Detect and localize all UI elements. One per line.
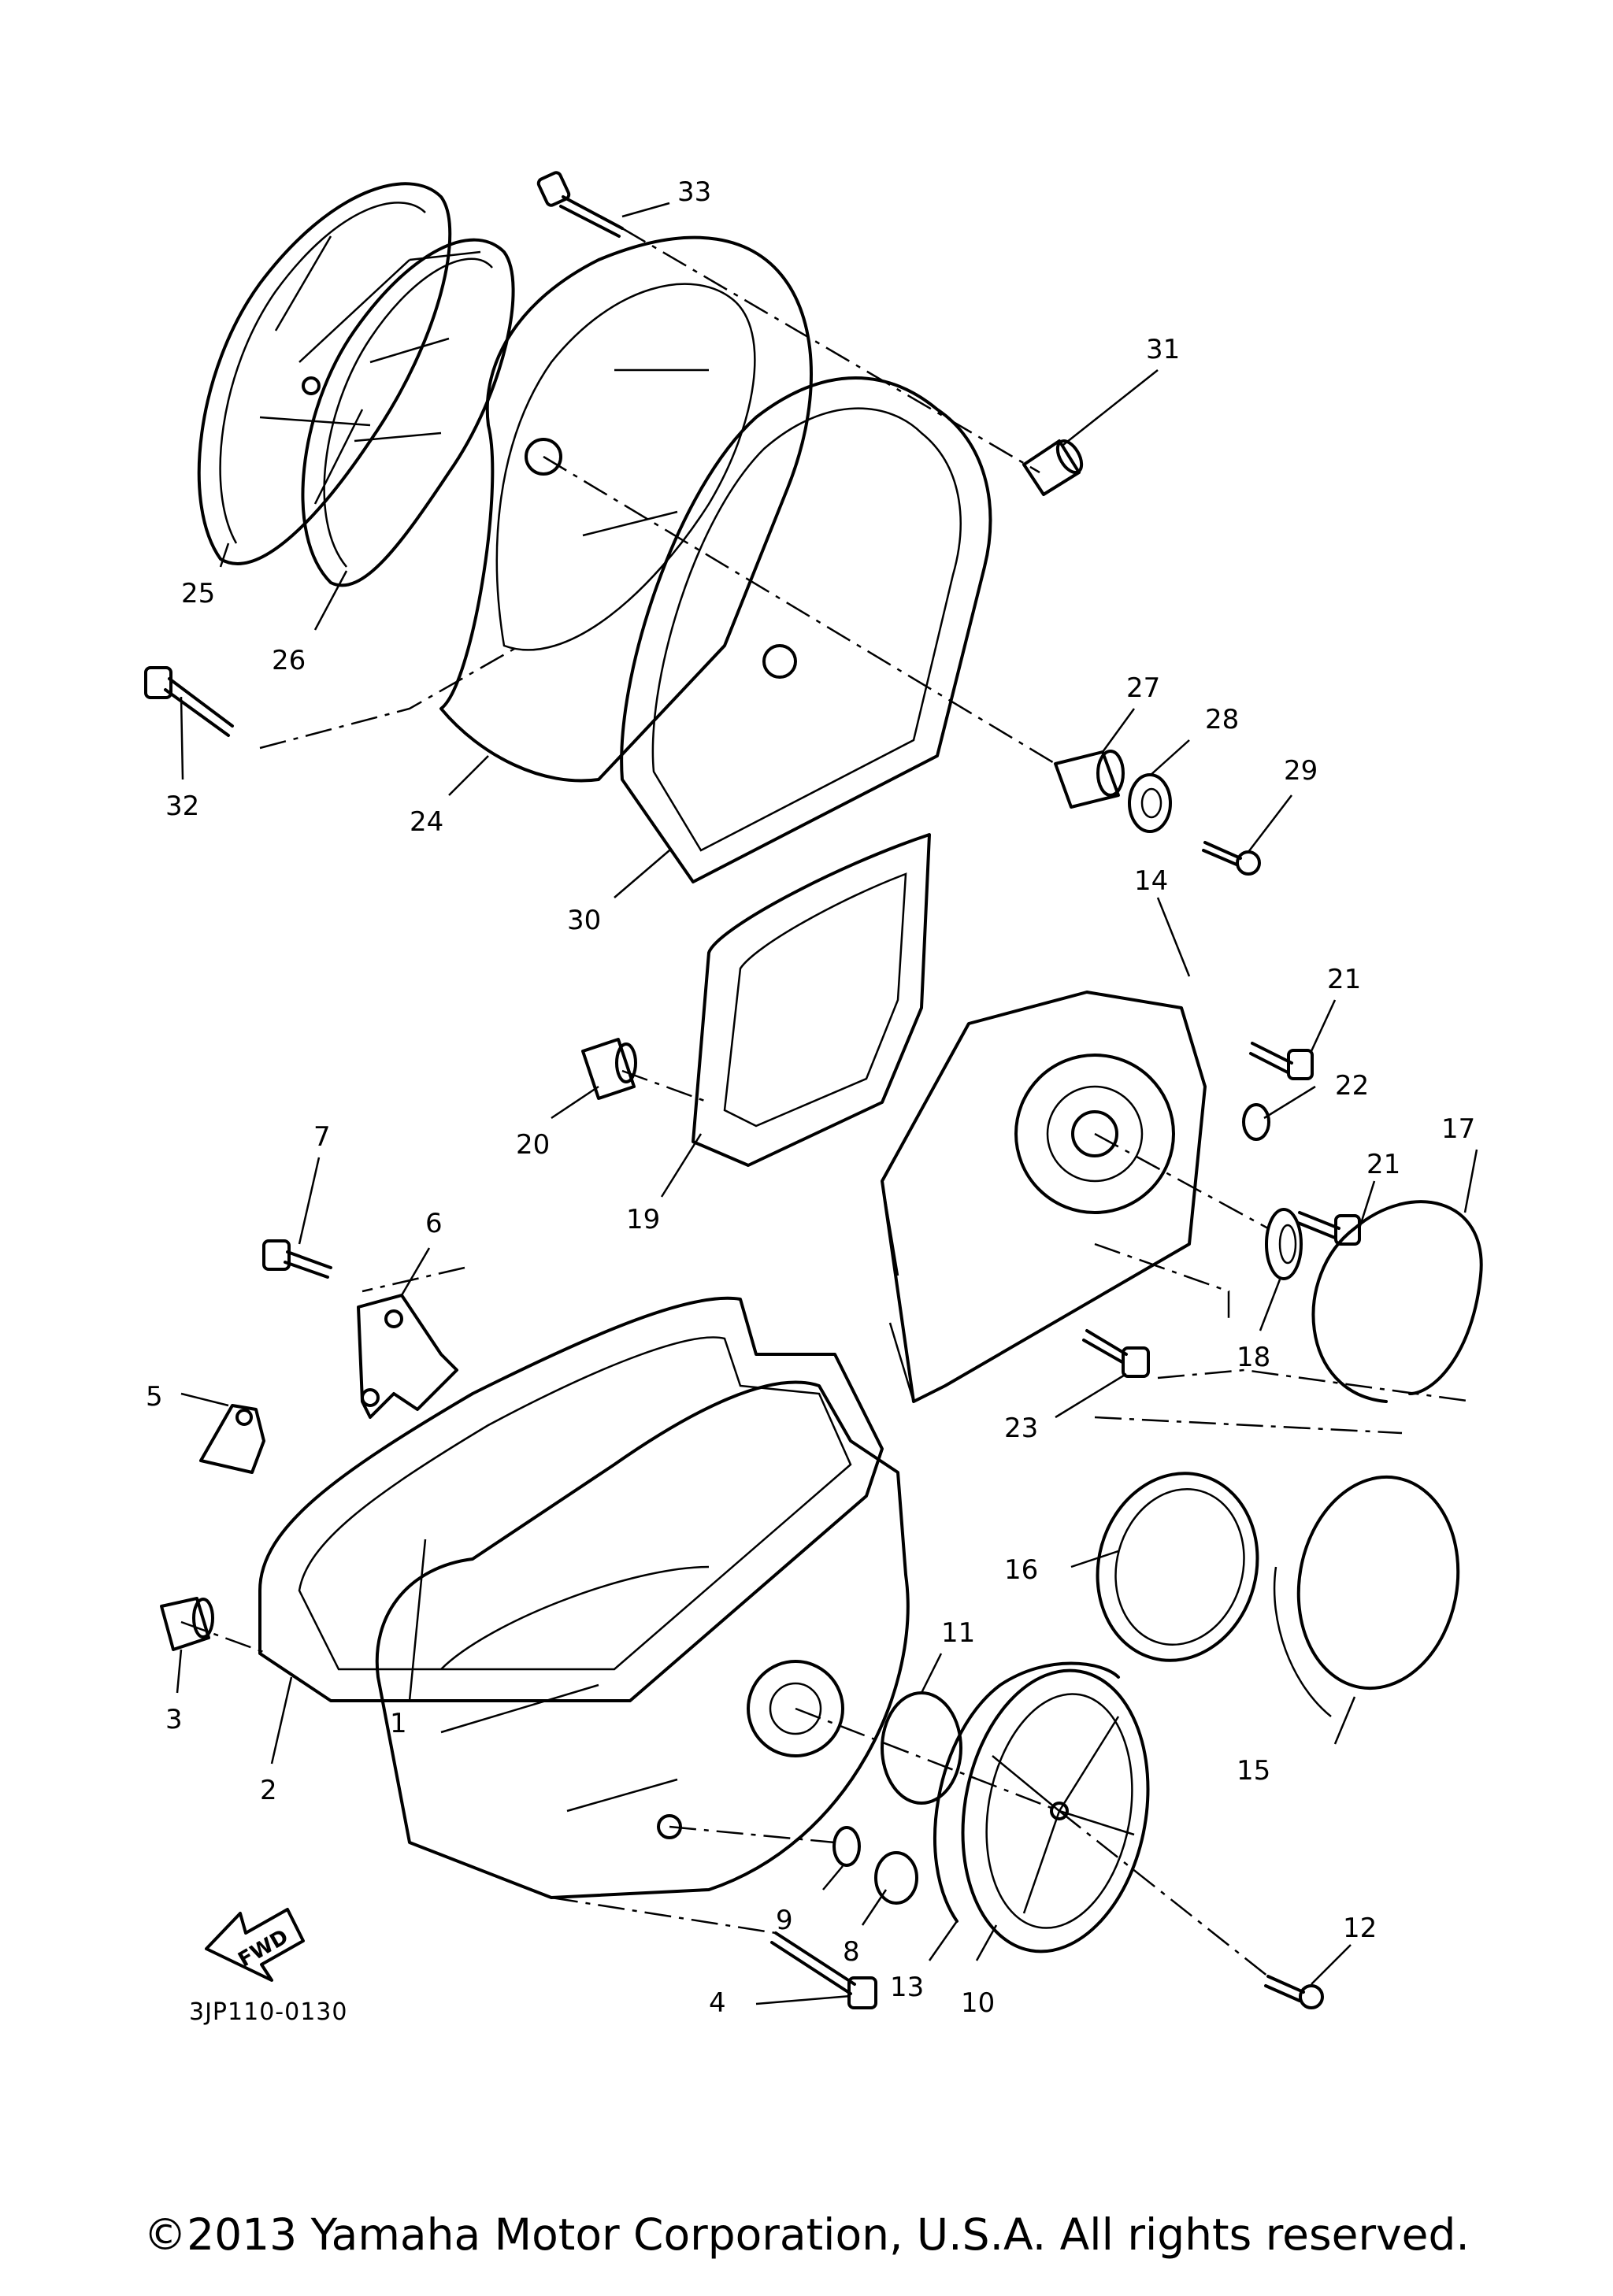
callout-17: 17 — [1441, 1113, 1475, 1145]
part-26-gasket — [301, 238, 515, 587]
callout-23: 23 — [1004, 1413, 1038, 1444]
callout-33: 33 — [677, 176, 711, 208]
part-18-seal — [1265, 1208, 1303, 1280]
part-22-o-ring — [1242, 1103, 1270, 1141]
callout-30: 30 — [567, 905, 601, 936]
part-11-o-ring — [881, 1691, 962, 1805]
part-1-crankcase-cover — [375, 1380, 910, 1899]
callout-9: 9 — [776, 1905, 793, 1936]
part-31-dowel-pin — [1022, 439, 1084, 496]
part-33-bolt — [536, 171, 624, 238]
callout-22: 22 — [1335, 1070, 1369, 1102]
leader-lines — [176, 202, 1478, 2005]
part-15-cap — [1273, 1475, 1460, 1717]
part-14-cover — [881, 991, 1207, 1403]
part-32-bolt — [144, 666, 234, 737]
callout-18: 18 — [1237, 1342, 1270, 1373]
callout-3: 3 — [165, 1704, 183, 1735]
part-25-outer-cover — [197, 182, 452, 565]
callout-31: 31 — [1146, 334, 1180, 365]
callout-24: 24 — [410, 806, 443, 838]
part-12-bolt — [1264, 1975, 1324, 2009]
part-6-bracket — [357, 1294, 458, 1419]
part-23-bolt — [1082, 1329, 1150, 1378]
part-28-seal — [1128, 773, 1172, 833]
callout-11: 11 — [941, 1617, 975, 1649]
part-8-plug — [874, 1851, 918, 1905]
callout-25: 25 — [181, 578, 215, 609]
part-27-bushing — [1054, 750, 1125, 809]
callout-29: 29 — [1284, 755, 1318, 787]
callout-32: 32 — [165, 791, 199, 822]
part-10-cover — [961, 1668, 1150, 1953]
diagram-reference-code: 3JP110-0130 — [189, 1998, 348, 2026]
part-19-gasket — [692, 833, 931, 1167]
part-3-dowel-pin — [160, 1597, 214, 1651]
fwd-arrow-icon: FWD — [205, 1908, 305, 1982]
callout-12: 12 — [1343, 1913, 1377, 1944]
callout-labels: 1 2 3 4 5 6 7 8 9 10 11 12 13 14 15 16 1… — [146, 176, 1475, 2019]
callout-19: 19 — [626, 1204, 660, 1235]
callout-27: 27 — [1126, 672, 1160, 704]
callout-21-upper: 21 — [1327, 964, 1361, 995]
part-17-circlip — [1311, 1200, 1483, 1403]
part-5-clamp — [199, 1404, 265, 1474]
callout-8: 8 — [843, 1936, 860, 1968]
part-30-gasket — [620, 376, 992, 883]
callout-15: 15 — [1237, 1755, 1270, 1787]
callout-10: 10 — [961, 1987, 995, 2019]
callout-5: 5 — [146, 1381, 163, 1413]
callout-16: 16 — [1004, 1554, 1038, 1586]
alignment-lines — [180, 227, 1474, 1977]
part-21-bolt-lower — [1296, 1211, 1361, 1246]
callout-2: 2 — [260, 1775, 277, 1806]
part-21-bolt-upper — [1249, 1042, 1314, 1080]
copyright-notice: ©2013 Yamaha Motor Corporation, U.S.A. A… — [143, 2209, 1470, 2260]
callout-28: 28 — [1205, 704, 1239, 735]
callout-7: 7 — [313, 1121, 331, 1153]
part-20-dowel-pin — [581, 1038, 637, 1100]
callout-6: 6 — [425, 1208, 443, 1239]
part-9-o-ring — [832, 1826, 861, 1867]
callout-20: 20 — [516, 1129, 550, 1161]
callout-4: 4 — [709, 1987, 726, 2019]
part-7-bolt — [262, 1239, 332, 1279]
part-4-bolt — [770, 1931, 877, 2009]
callout-1: 1 — [390, 1708, 407, 1739]
part-13-gasket — [933, 1661, 1120, 1923]
part-16-seal — [1096, 1472, 1259, 1662]
callout-21-lower: 21 — [1366, 1149, 1400, 1180]
part-2-gasket — [258, 1296, 884, 1702]
callout-26: 26 — [272, 645, 306, 676]
callout-14: 14 — [1134, 865, 1168, 897]
callout-13: 13 — [890, 1972, 924, 2003]
part-24-clutch-cover — [439, 235, 813, 783]
